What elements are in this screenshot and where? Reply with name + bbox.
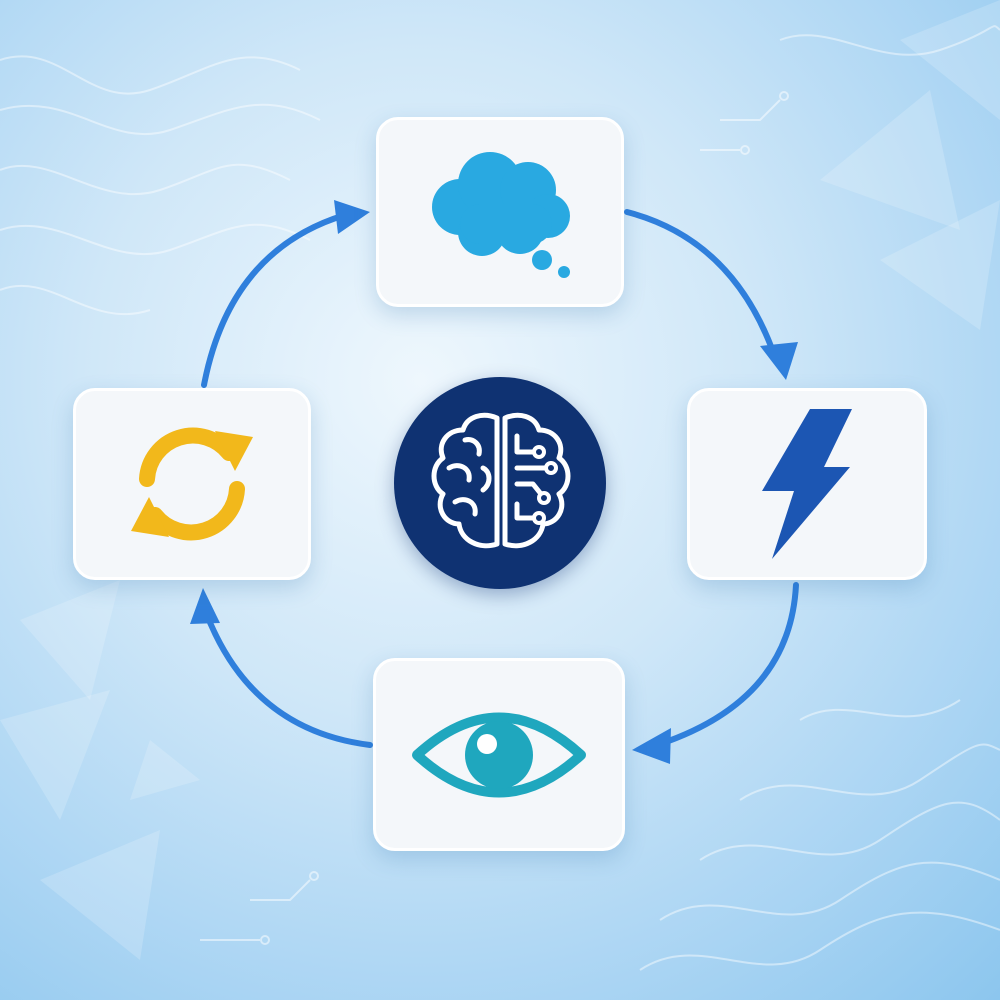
brain-circuit-icon xyxy=(431,412,571,549)
arrow-repeat-to-think xyxy=(201,212,348,388)
observe-step-card xyxy=(373,658,625,851)
arrow-observe-to-repeat xyxy=(202,607,373,748)
act-step-card xyxy=(687,388,927,580)
arrow-think-to-act xyxy=(624,209,779,363)
lightning-bolt-icon xyxy=(762,409,852,559)
arrow-act-to-observe xyxy=(657,582,799,747)
refresh-cycle-icon xyxy=(131,427,253,541)
thought-cloud-icon xyxy=(432,152,570,278)
repeat-step-card xyxy=(73,388,311,580)
think-step-card xyxy=(376,117,624,307)
brain-hub xyxy=(394,377,606,589)
eye-icon xyxy=(412,712,586,797)
